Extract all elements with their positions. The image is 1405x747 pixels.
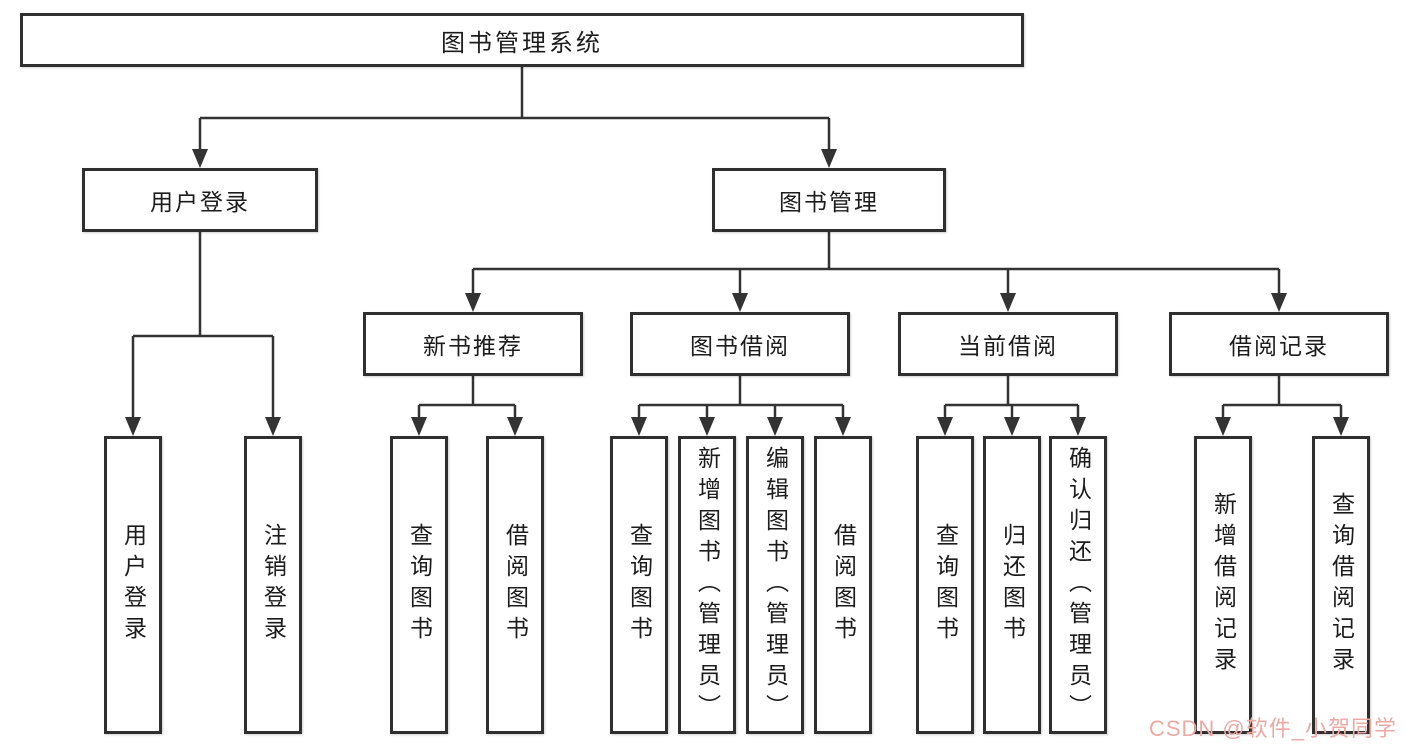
node-box-user-login-branch: 用户登录 [82, 168, 318, 232]
node-label-borrow-records: 借阅记录 [1229, 333, 1329, 359]
node-box-leaf-add-book-admin: 新增图书（管理员） [678, 436, 736, 734]
connector-lines [131, 67, 1343, 420]
node-box-leaf-borrow-book-1: 借阅图书 [486, 436, 544, 734]
node-label-leaf-query-book-1: 查询图书 [406, 523, 433, 647]
node-label-leaf-return-book: 归还图书 [999, 523, 1026, 647]
node-box-book-management: 图书管理 [712, 168, 946, 232]
node-label-leaf-confirm-return-admin: 确认归还（管理员） [1065, 445, 1092, 725]
node-label-leaf-add-book-admin: 新增图书（管理员） [694, 445, 721, 725]
node-label-current-borrow: 当前借阅 [958, 333, 1058, 359]
node-box-leaf-add-borrow-record: 新增借阅记录 [1194, 436, 1252, 734]
node-label-library-system: 图书管理系统 [441, 29, 603, 57]
node-label-book-management: 图书管理 [779, 189, 879, 215]
node-label-book-borrow: 图书借阅 [690, 333, 790, 359]
node-label-leaf-borrow-book-1: 借阅图书 [502, 523, 529, 647]
node-label-leaf-query-book-3: 查询图书 [932, 523, 959, 647]
node-label-user-login-branch: 用户登录 [150, 189, 250, 215]
node-box-leaf-query-book-1: 查询图书 [390, 436, 448, 734]
node-box-leaf-logout: 注销登录 [244, 436, 302, 734]
node-box-new-book-recommend: 新书推荐 [363, 312, 583, 376]
node-box-current-borrow: 当前借阅 [898, 312, 1118, 376]
node-box-leaf-borrow-book-2: 借阅图书 [814, 436, 872, 734]
node-box-leaf-return-book: 归还图书 [983, 436, 1041, 734]
node-label-leaf-query-borrow-record: 查询借阅记录 [1328, 492, 1355, 678]
node-label-leaf-borrow-book-2: 借阅图书 [830, 523, 857, 647]
node-box-library-system: 图书管理系统 [20, 13, 1024, 67]
node-box-leaf-query-borrow-record: 查询借阅记录 [1312, 436, 1370, 734]
node-label-leaf-edit-book-admin: 编辑图书（管理员） [762, 445, 789, 725]
node-box-leaf-edit-book-admin: 编辑图书（管理员） [746, 436, 804, 734]
node-box-leaf-user-login: 用户登录 [104, 436, 162, 734]
node-box-leaf-confirm-return-admin: 确认归还（管理员） [1049, 436, 1107, 734]
node-box-leaf-query-book-2: 查询图书 [610, 436, 668, 734]
node-label-new-book-recommend: 新书推荐 [423, 333, 523, 359]
node-box-leaf-query-book-3: 查询图书 [916, 436, 974, 734]
node-box-borrow-records: 借阅记录 [1169, 312, 1389, 376]
node-label-leaf-query-book-2: 查询图书 [626, 523, 653, 647]
node-label-leaf-logout: 注销登录 [260, 523, 287, 647]
node-label-leaf-add-borrow-record: 新增借阅记录 [1210, 492, 1237, 678]
node-label-leaf-user-login: 用户登录 [120, 523, 147, 647]
node-box-book-borrow: 图书借阅 [630, 312, 850, 376]
watermark-text: CSDN @软件_小贺同学 [1148, 716, 1397, 741]
